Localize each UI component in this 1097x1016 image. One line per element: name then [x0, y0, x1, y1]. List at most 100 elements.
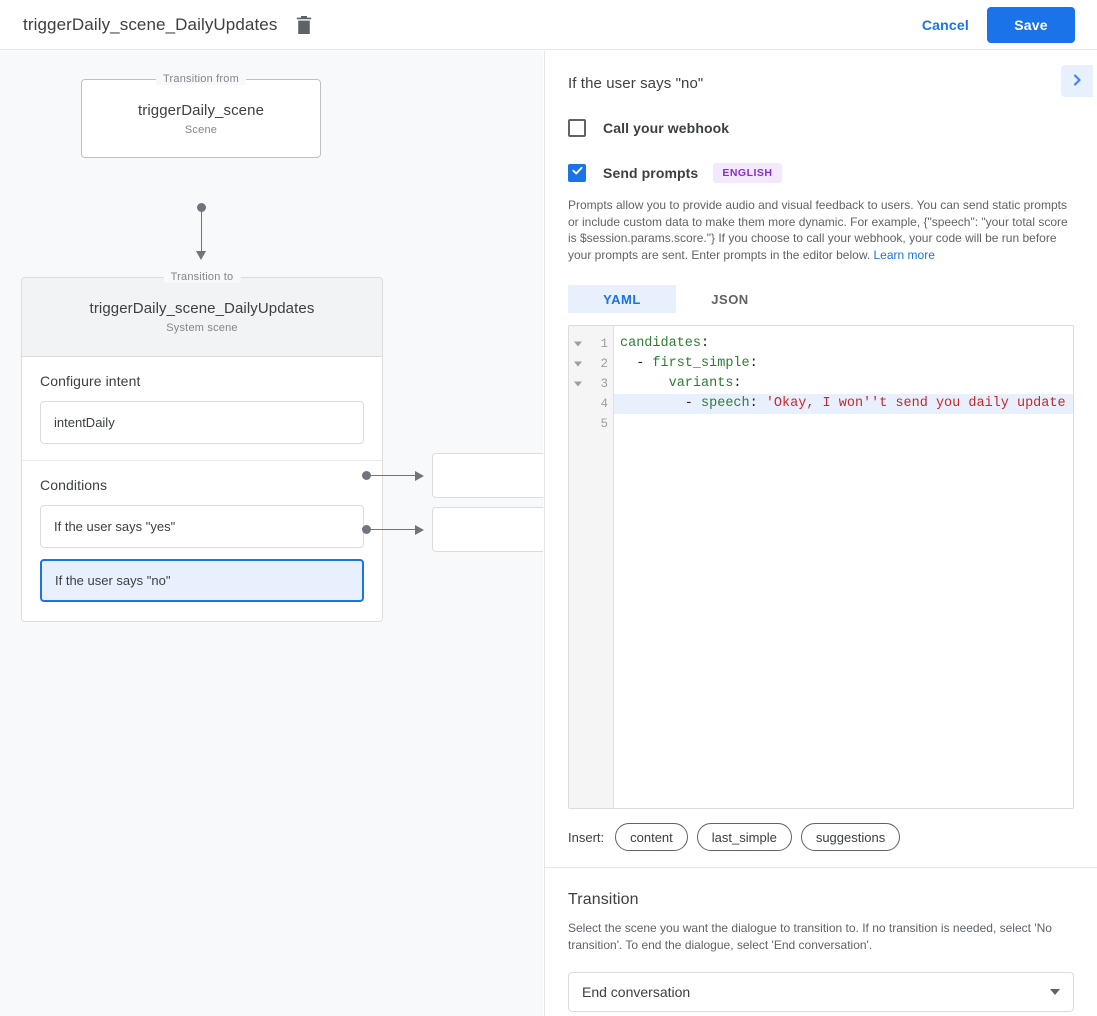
code-token-key: speech: [701, 396, 750, 411]
tab-json[interactable]: JSON: [676, 285, 784, 313]
code-token-punc: -: [620, 396, 702, 411]
target-node-no[interactable]: [432, 507, 543, 552]
condition-no-edge-dot: [362, 525, 371, 534]
transition-select[interactable]: End conversation: [568, 972, 1074, 1012]
transition-title: Transition: [568, 891, 639, 908]
insert-chip-last-simple[interactable]: last_simple: [696, 823, 792, 851]
transition-select-value: End conversation: [582, 984, 691, 1000]
line-number: 3: [600, 377, 608, 391]
gutter-row: 4: [569, 394, 613, 414]
call-webhook-label: Call your webhook: [603, 120, 730, 136]
transition-from-title: triggerDaily_scene: [137, 102, 265, 119]
conditions-label: Conditions: [40, 477, 108, 493]
send-prompts-row[interactable]: Send prompts ENGLISH: [568, 163, 1074, 183]
send-prompts-label: Send prompts: [603, 165, 699, 181]
condition-no-edge-line: [371, 529, 417, 530]
learn-more-link[interactable]: Learn more: [873, 247, 935, 262]
tab-yaml[interactable]: YAML: [568, 285, 676, 313]
chevron-down-icon: [1050, 989, 1060, 995]
code-token-punc: :: [749, 356, 758, 371]
save-button[interactable]: Save: [987, 6, 1075, 43]
code-line: variants:: [614, 374, 1073, 394]
transition-help-text: Select the scene you want the dialogue t…: [568, 921, 1052, 952]
code-token-punc: :: [701, 336, 710, 351]
top-bar: triggerDaily_scene_DailyUpdates Cancel S…: [0, 0, 1097, 50]
line-number: 2: [600, 357, 608, 371]
target-node-yes[interactable]: [432, 453, 543, 498]
transition-from-legend: Transition from: [156, 73, 246, 85]
transition-section: Transition Select the scene you want the…: [545, 891, 1097, 1012]
chevron-right-icon: [1069, 72, 1085, 91]
condition-yes-edge-arrow-icon: [415, 471, 424, 481]
code-token-punc: :: [749, 396, 766, 411]
send-prompts-checkbox[interactable]: [568, 164, 586, 182]
prompts-help-body: Prompts allow you to provide audio and v…: [568, 198, 1068, 262]
transition-from-node[interactable]: Transition from triggerDaily_scene Scene: [81, 73, 321, 158]
trash-icon: [296, 15, 312, 34]
gutter-row: 3: [569, 374, 613, 394]
line-number: 4: [600, 397, 608, 411]
configure-intent-section: Configure intent intentDaily: [22, 357, 382, 444]
fold-triangle-icon[interactable]: [574, 381, 582, 387]
insert-chip-suggestions[interactable]: suggestions: [800, 823, 901, 851]
condition-item-no[interactable]: If the user says "no": [40, 559, 364, 602]
code-line: [614, 414, 1073, 434]
gutter-row: 2: [569, 354, 613, 374]
editor-code-area[interactable]: candidates: - first_simple: variants: - …: [614, 326, 1073, 808]
check-icon: [571, 164, 584, 182]
code-line: - speech: 'Okay, I won''t send you daily…: [614, 394, 1073, 414]
format-tabs: YAML JSON: [568, 285, 1074, 313]
cancel-button[interactable]: Cancel: [910, 9, 981, 41]
fold-triangle-icon[interactable]: [574, 341, 582, 347]
editor-gutter: 1 2 3 4 5: [569, 326, 614, 808]
transition-to-legend: Transition to: [163, 271, 241, 283]
panel-body: Call your webhook Send prompts ENGLISH P…: [545, 119, 1097, 851]
panel-header: If the user says "no": [545, 51, 1097, 97]
transition-to-subtitle: System scene: [166, 322, 238, 334]
details-panel: If the user says "no" Call your webhook: [544, 51, 1097, 1016]
condition-item-yes[interactable]: If the user says "yes": [40, 505, 364, 548]
transition-to-node[interactable]: Transition to triggerDaily_scene_DailyUp…: [21, 271, 383, 622]
transition-from-subtitle: Scene: [184, 124, 218, 136]
insert-row: Insert: content last_simple suggestions: [568, 823, 1074, 851]
line-number: 5: [600, 417, 608, 431]
expand-panel-button[interactable]: [1061, 65, 1093, 97]
intent-value[interactable]: intentDaily: [40, 401, 364, 444]
connector-arrow-icon: [196, 251, 206, 260]
code-token-key: first_simple: [652, 356, 750, 371]
gutter-row: 1: [569, 334, 613, 354]
condition-no-edge-arrow-icon: [415, 525, 424, 535]
panel-title: If the user says "no": [568, 75, 704, 92]
condition-yes-edge-dot: [362, 471, 371, 480]
code-line: - first_simple:: [614, 354, 1073, 374]
fold-triangle-icon[interactable]: [574, 361, 582, 367]
transition-to-header: Transition to triggerDaily_scene_DailyUp…: [22, 271, 382, 357]
webhook-row[interactable]: Call your webhook: [568, 119, 1074, 137]
connector-line: [201, 209, 202, 252]
call-webhook-checkbox[interactable]: [568, 119, 586, 137]
transition-to-title: triggerDaily_scene_DailyUpdates: [89, 300, 315, 317]
language-badge: ENGLISH: [713, 163, 782, 183]
panel-separator: [545, 867, 1097, 868]
insert-label: Insert:: [568, 829, 605, 845]
code-token-str: 'Okay, I won''t send you daily update: [765, 396, 1066, 411]
prompt-code-editor[interactable]: 1 2 3 4 5 candidates: - first_simple:: [568, 325, 1074, 809]
gutter-row: 5: [569, 414, 613, 434]
code-token-key: variants: [668, 376, 734, 391]
code-token-punc: -: [620, 356, 653, 371]
code-token-key: candidates: [620, 336, 702, 351]
connector-dot: [197, 203, 206, 212]
graph-canvas[interactable]: Transition from triggerDaily_scene Scene…: [0, 51, 543, 1016]
delete-button[interactable]: [291, 12, 317, 38]
section-divider: [22, 460, 382, 461]
page-title: triggerDaily_scene_DailyUpdates: [23, 14, 278, 34]
code-token-punc: :: [733, 376, 742, 391]
insert-chip-content[interactable]: content: [615, 823, 688, 851]
line-number: 1: [600, 337, 608, 351]
prompts-help-text: Prompts allow you to provide audio and v…: [568, 197, 1074, 263]
code-line: candidates:: [614, 334, 1073, 354]
configure-intent-label: Configure intent: [40, 373, 141, 389]
conditions-section: Conditions If the user says "yes" If the…: [22, 461, 382, 602]
code-token-punc: [620, 376, 669, 391]
condition-yes-edge-line: [371, 475, 417, 476]
